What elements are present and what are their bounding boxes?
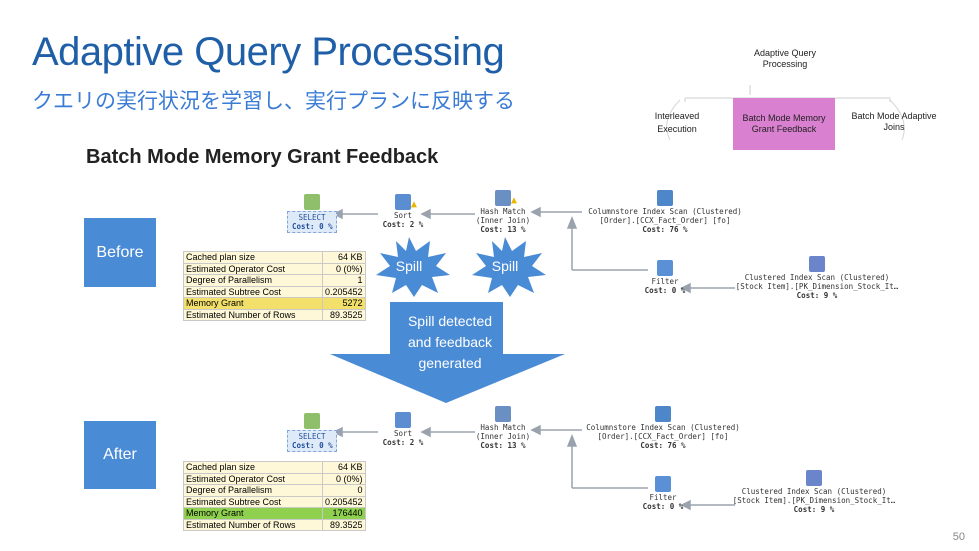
arrow-text-line1: Spill detected <box>408 313 492 329</box>
node-label: Sort <box>393 211 413 220</box>
before-hash-match-node: ▲ Hash Match (Inner Join) Cost: 13 % <box>472 190 534 234</box>
node-label: SELECT <box>298 432 326 441</box>
hash-match-icon: ▲ <box>495 190 517 206</box>
tree-node-memory-grant-feedback: Batch Mode Memory Grant Feedback <box>733 98 835 150</box>
sort-icon <box>395 412 411 428</box>
spill-burst-2 <box>472 237 546 297</box>
after-clustered-scan-node: Clustered Index Scan (Clustered) [Stock … <box>724 470 904 514</box>
tree-node-interleaved-execution: Interleaved Execution <box>654 111 700 134</box>
warning-icon: ▲ <box>510 195 517 206</box>
node-cost: Cost: 2 % <box>382 438 424 447</box>
node-cost: Cost: 76 % <box>642 225 688 234</box>
node-sublabel: [Order].[CCX_Fact_Order] [fo] <box>599 216 731 225</box>
section-title: Batch Mode Memory Grant Feedback <box>86 146 439 168</box>
hash-match-icon <box>495 406 511 422</box>
node-sublabel: (Inner Join) <box>475 216 531 225</box>
property-value: 176440 <box>322 507 366 520</box>
arrow-text-line3: generated <box>418 355 481 371</box>
node-label: Columnstore Index Scan (Clustered) <box>586 423 740 432</box>
node-label: Hash Match <box>480 207 526 216</box>
tree-root: Adaptive Query Processing <box>753 48 817 69</box>
spill-label-1: Spill <box>396 258 422 274</box>
before-sort-node: ▲ Sort Cost: 2 % <box>380 194 426 229</box>
before-label: Before <box>84 218 156 287</box>
filter-icon <box>655 476 671 492</box>
before-columnstore-scan-node: Columnstore Index Scan (Clustered) [Orde… <box>582 190 748 234</box>
clustered-scan-icon <box>806 470 822 486</box>
node-label: Sort <box>393 429 413 438</box>
node-cost: Cost: 2 % <box>382 220 424 229</box>
before-filter-node: Filter Cost: 0 % <box>640 260 690 295</box>
spill-bursts: Spill Spill <box>376 237 546 297</box>
node-label: Clustered Index Scan (Clustered) <box>744 273 890 282</box>
node-cost: Cost: 0 % <box>642 502 684 511</box>
after-sort-node: Sort Cost: 2 % <box>380 412 426 447</box>
property-name: Memory Grant <box>183 507 323 520</box>
select-icon <box>304 413 320 429</box>
after-filter-node: Filter Cost: 0 % <box>638 476 688 511</box>
spill-burst-1 <box>376 237 450 297</box>
node-label: Hash Match <box>480 423 526 432</box>
property-name: Estimated Number of Rows <box>183 308 323 321</box>
warning-icon: ▲ <box>410 199 417 210</box>
node-cost: Cost: 9 % <box>793 505 835 514</box>
clustered-scan-icon <box>809 256 825 272</box>
select-icon <box>304 194 320 210</box>
columnstore-scan-icon <box>655 406 671 422</box>
node-sublabel: [Stock Item].[PK_Dimension_Stock_It… <box>732 496 896 505</box>
after-label: After <box>84 421 156 489</box>
columnstore-scan-icon <box>657 190 673 206</box>
after-columnstore-scan-node: Columnstore Index Scan (Clustered) [Orde… <box>580 406 746 450</box>
node-label: Clustered Index Scan (Clustered) <box>741 487 887 496</box>
slide-title: Adaptive Query Processing <box>32 30 505 74</box>
feedback-arrow-shape <box>330 302 565 403</box>
node-label: SELECT <box>298 213 326 222</box>
node-sublabel: [Order].[CCX_Fact_Order] [fo] <box>597 432 729 441</box>
node-label: Filter <box>649 493 677 502</box>
node-cost: Cost: 13 % <box>480 441 526 450</box>
sort-icon: ▲ <box>395 194 417 210</box>
node-sublabel: [Stock Item].[PK_Dimension_Stock_It… <box>735 282 899 291</box>
property-value: 89.3525 <box>322 308 366 321</box>
property-value: 5272 <box>322 297 366 310</box>
property-value: 89.3525 <box>322 518 366 531</box>
node-cost: Cost: 0 % <box>292 222 333 231</box>
node-cost: Cost: 76 % <box>640 441 686 450</box>
page-number: 50 <box>952 531 965 543</box>
node-sublabel: (Inner Join) <box>475 432 531 441</box>
node-cost: Cost: 13 % <box>480 225 526 234</box>
before-clustered-scan-node: Clustered Index Scan (Clustered) [Stock … <box>727 256 907 300</box>
node-label: Filter <box>651 277 679 286</box>
after-hash-match-node: Hash Match (Inner Join) Cost: 13 % <box>472 406 534 450</box>
filter-icon <box>657 260 673 276</box>
spill-label-2: Spill <box>492 258 518 274</box>
node-label: Columnstore Index Scan (Clustered) <box>588 207 742 216</box>
slide-subtitle: クエリの実行状況を学習し、実行プランに反映する <box>32 89 515 113</box>
node-cost: Cost: 0 % <box>292 441 333 450</box>
tree-node-adaptive-joins: Batch Mode Adaptive Joins <box>851 111 937 132</box>
property-name: Estimated Number of Rows <box>183 518 323 531</box>
feedback-arrow: Spill detected and feedback generated <box>330 302 565 403</box>
node-cost: Cost: 9 % <box>796 291 838 300</box>
node-cost: Cost: 0 % <box>644 286 686 295</box>
arrow-text-line2: and feedback <box>408 334 493 350</box>
